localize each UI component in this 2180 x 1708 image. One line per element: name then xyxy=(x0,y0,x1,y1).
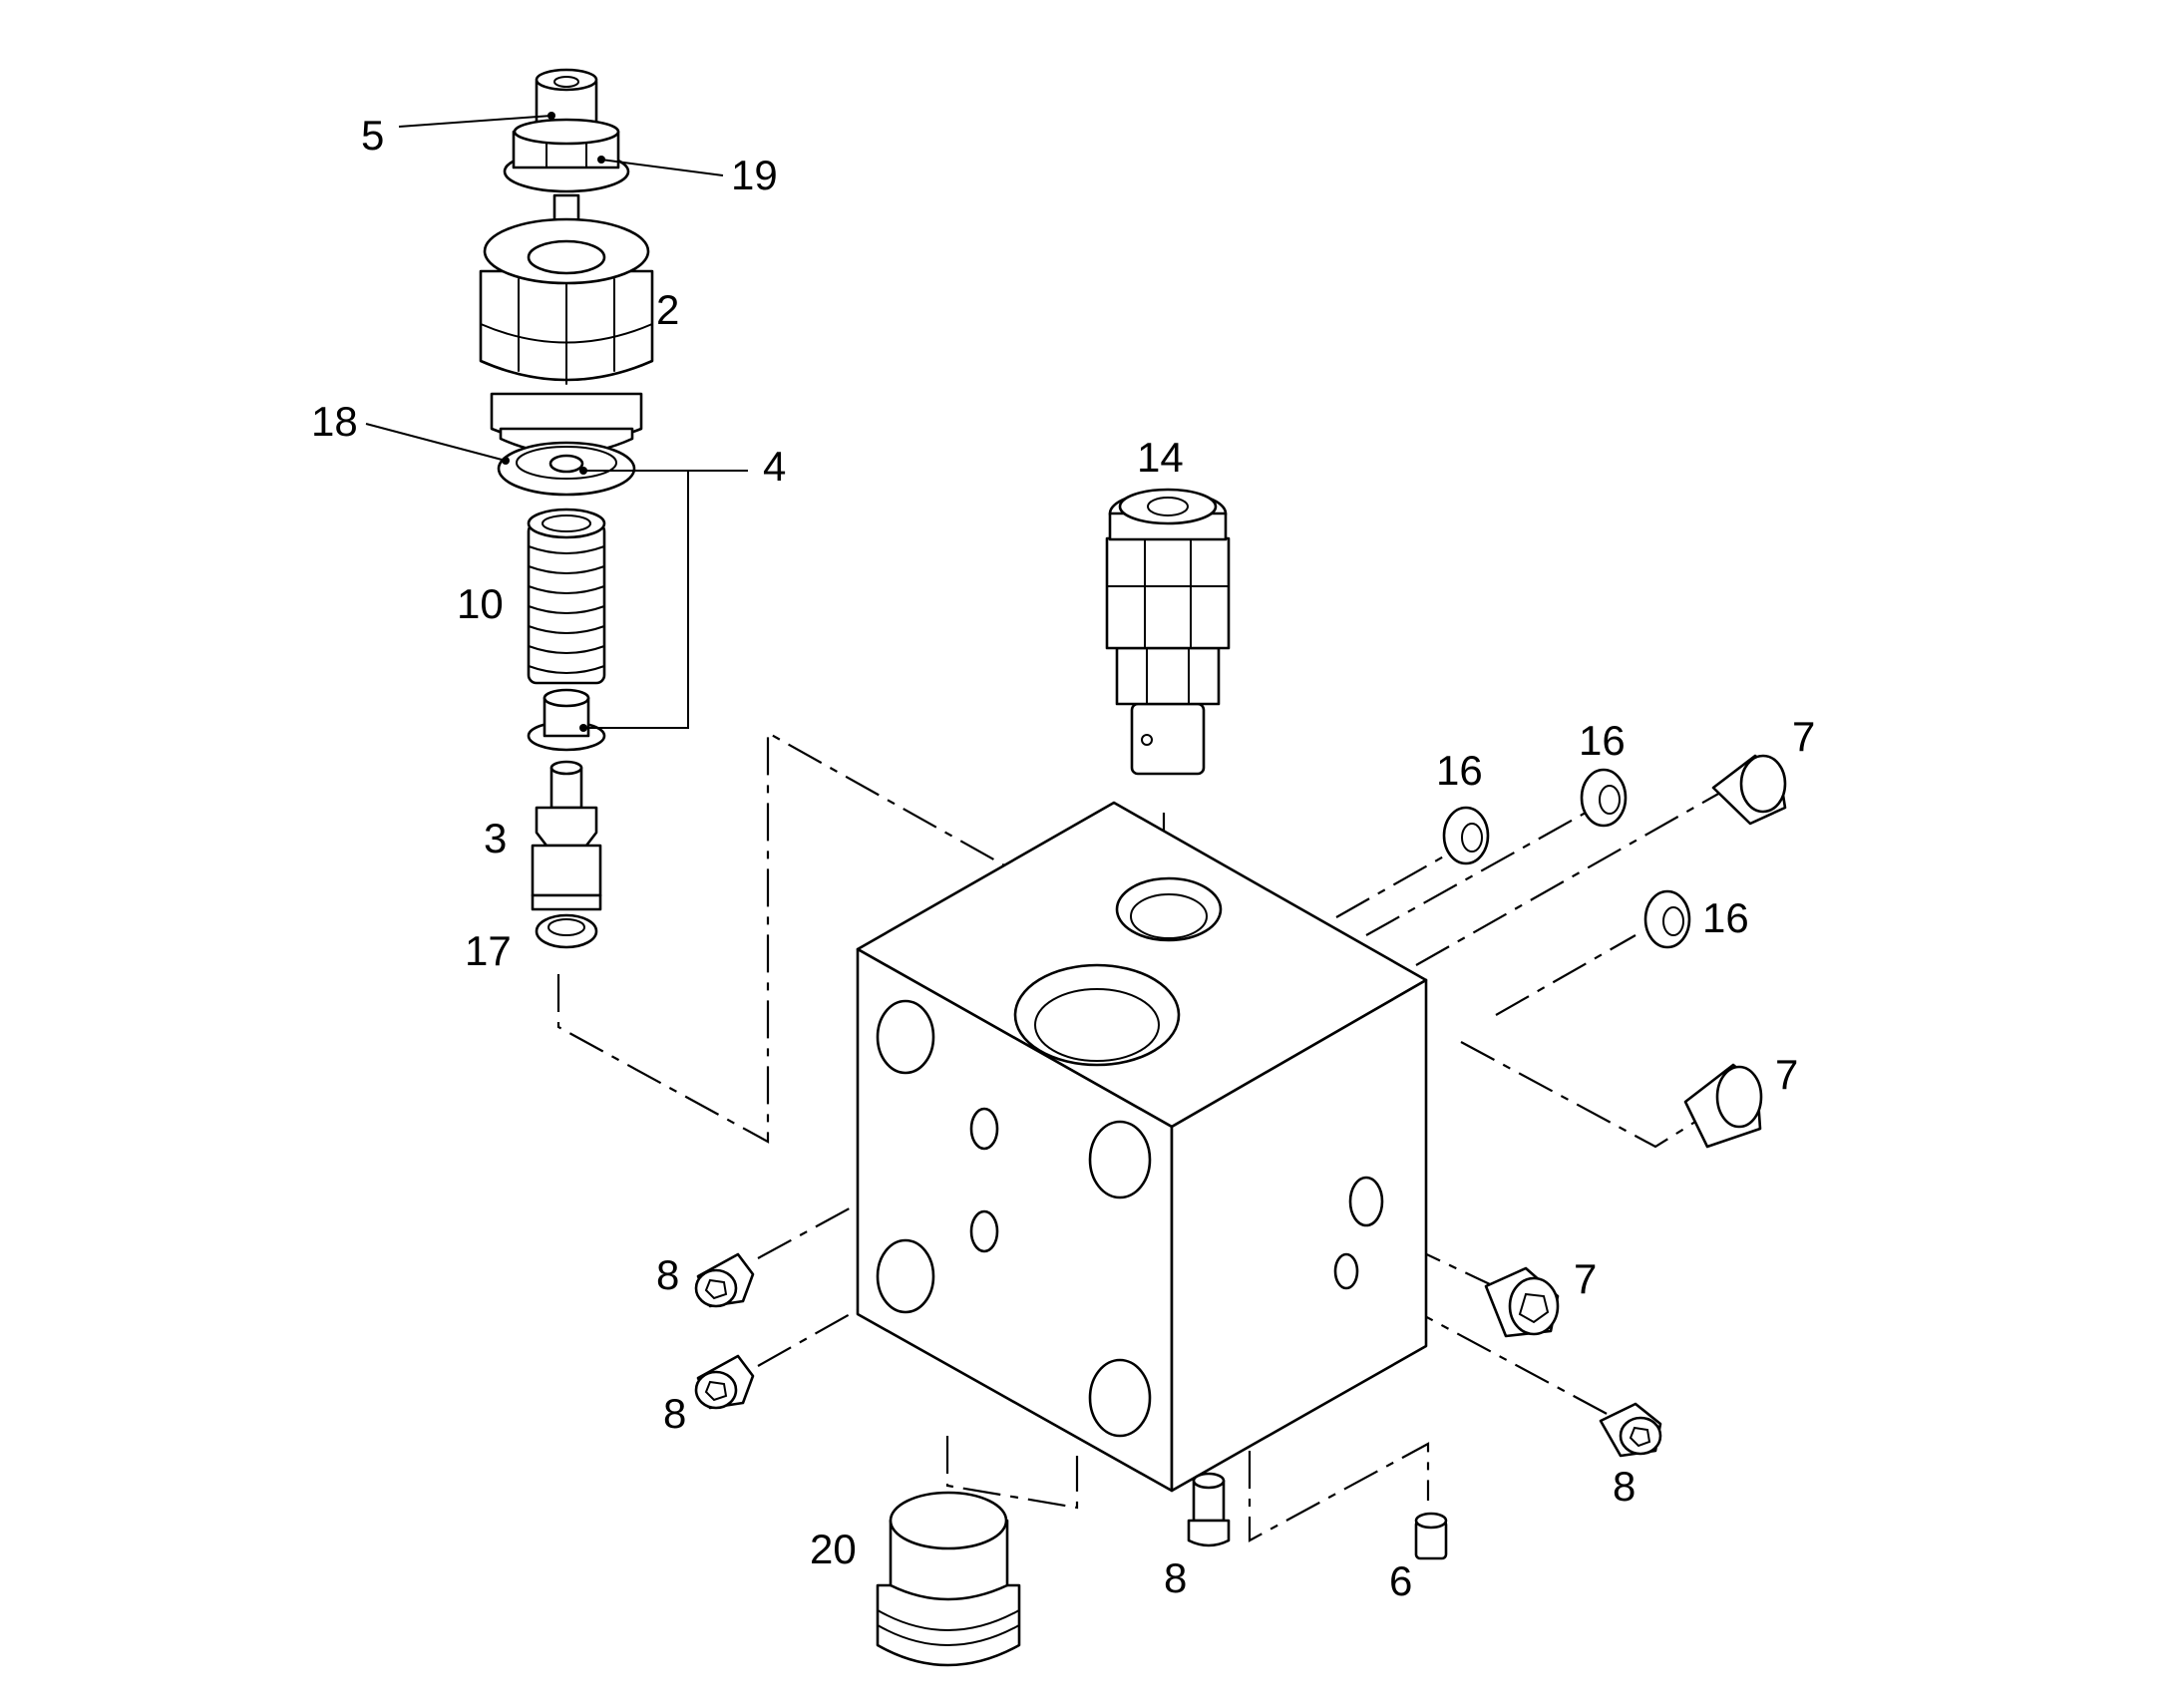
part-7-plug-c xyxy=(1484,1266,1560,1338)
part-7-plug-a xyxy=(1711,754,1787,826)
label-7a: 7 xyxy=(1792,713,1815,760)
part-18-washer xyxy=(497,441,636,497)
label-5: 5 xyxy=(361,112,384,159)
label-6: 6 xyxy=(1389,1557,1412,1604)
label-20: 20 xyxy=(810,1526,857,1572)
part-19-lock-nut xyxy=(503,118,630,233)
label-8d: 8 xyxy=(1164,1554,1187,1601)
part-2-cap xyxy=(479,217,654,456)
part-20-cap-plug xyxy=(876,1491,1021,1667)
valve-block xyxy=(856,801,1428,1493)
part-8-plug-a xyxy=(694,1252,755,1308)
label-8c: 8 xyxy=(1613,1463,1635,1510)
part-16-seal-b xyxy=(1580,768,1628,828)
label-17: 17 xyxy=(465,927,512,974)
label-2: 2 xyxy=(656,286,679,333)
label-19: 19 xyxy=(731,152,778,198)
part-labels: 5 19 2 18 4 10 3 17 14 16 16 16 7 7 7 8 … xyxy=(311,112,1815,1604)
label-16c: 16 xyxy=(1702,894,1749,941)
part-16-seal-a xyxy=(1442,806,1490,865)
leader-lines xyxy=(365,112,748,732)
part-14-cartridge-valve xyxy=(1105,488,1231,776)
label-10: 10 xyxy=(457,580,504,627)
label-4: 4 xyxy=(763,443,786,490)
part-6-pin xyxy=(1414,1512,1448,1560)
label-16a: 16 xyxy=(1436,747,1483,794)
part-8-plug-d xyxy=(1187,1472,1231,1547)
block-side-face xyxy=(1170,978,1428,1493)
part-8-plug-c xyxy=(1599,1402,1662,1458)
label-7c: 7 xyxy=(1574,1255,1597,1302)
label-8a: 8 xyxy=(656,1251,679,1298)
part-4-spring-seat xyxy=(527,688,606,752)
part-8-plug-b xyxy=(694,1354,755,1410)
label-8b: 8 xyxy=(663,1390,686,1437)
part-16-seal-c xyxy=(1643,889,1691,949)
label-3: 3 xyxy=(484,815,507,861)
label-7b: 7 xyxy=(1775,1051,1798,1098)
part-7-plug-b xyxy=(1683,1063,1763,1149)
label-16b: 16 xyxy=(1579,717,1626,764)
label-18: 18 xyxy=(311,398,358,445)
part-17-seal xyxy=(535,913,598,949)
part-3-poppet xyxy=(531,760,602,911)
part-10-spring xyxy=(527,508,606,685)
label-14: 14 xyxy=(1137,434,1184,481)
